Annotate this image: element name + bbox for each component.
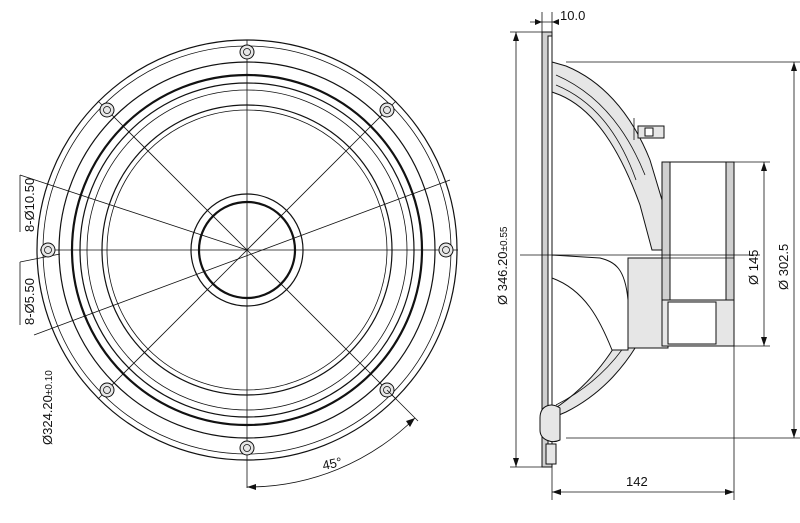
- bolt-circle-label: Ø324.20±0.10: [40, 370, 55, 445]
- terminal: [633, 118, 665, 140]
- basket-upper: [551, 61, 663, 251]
- magnet-diameter-dimension: Ø 145: [734, 161, 770, 347]
- pole-piece: [667, 301, 717, 345]
- mount-hole: [438, 242, 454, 258]
- front-view: 45° 8-Ø10.50 8-Ø5.50 Ø324.20±0.10: [19, 39, 458, 490]
- angle-label: 45°: [321, 454, 343, 473]
- flange-thickness-label: 10.0: [560, 8, 585, 23]
- frame-diameter-label: Ø 302.5: [776, 244, 791, 290]
- magnet-diameter-label: Ø 145: [746, 250, 761, 285]
- svg-text:Ø324.20±0.10: Ø324.20±0.10: [40, 370, 55, 445]
- center-lines: [19, 40, 458, 488]
- angle-dimension: 45°: [246, 389, 419, 490]
- cone-section: [551, 254, 629, 351]
- side-view: 10.0 Ø 346.20±0.55 Ø 145: [495, 8, 800, 500]
- depth-dimension: 142: [551, 346, 735, 500]
- mount-hole: [99, 102, 115, 118]
- flange-thickness-dimension: 10.0: [530, 8, 585, 32]
- mount-hole: [379, 102, 395, 118]
- outer-diameter-dimension: Ø 346.20±0.55: [495, 31, 542, 468]
- mount-hole: [239, 44, 255, 60]
- small-hole-label: 8-Ø5.50: [22, 278, 37, 325]
- mount-hole: [99, 382, 115, 398]
- mount-hole: [40, 242, 56, 258]
- depth-label: 142: [626, 474, 648, 489]
- mount-hole-label: 8-Ø10.50: [22, 178, 37, 232]
- mount-hole: [239, 440, 255, 456]
- surround-section: [539, 404, 561, 443]
- outer-diameter-label: Ø 346.20±0.55: [495, 226, 510, 305]
- frame-diameter-dimension: Ø 302.5: [566, 61, 800, 439]
